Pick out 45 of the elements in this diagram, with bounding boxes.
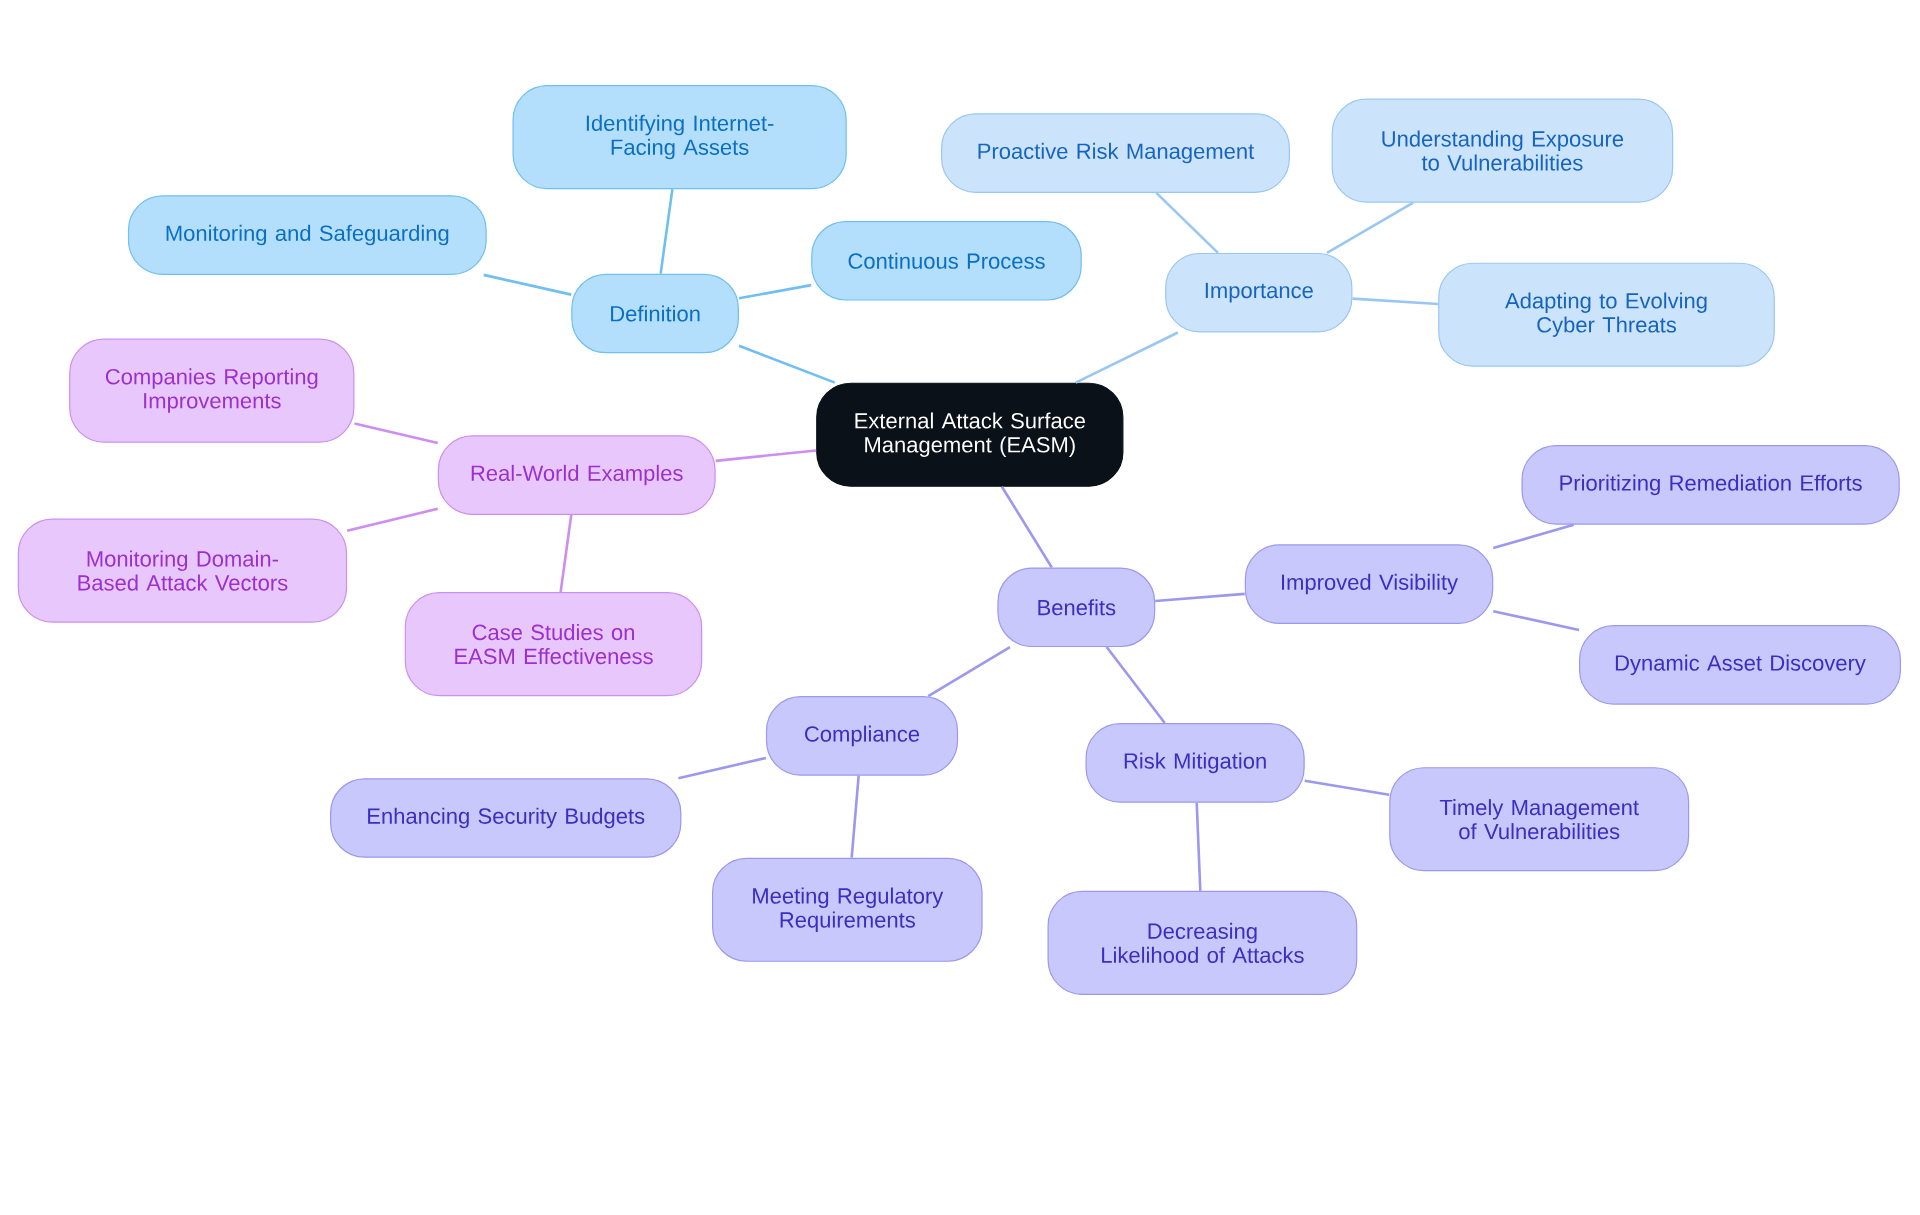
topic-box: Meeting Regulatory Requirements: [712, 857, 983, 962]
connector-line: [1326, 201, 1414, 254]
topic-box: Continuous Process: [811, 221, 1082, 301]
connector-line: [1075, 331, 1179, 384]
connector-line: [927, 645, 1011, 698]
topic-box: Companies Reporting Improvements: [69, 338, 355, 443]
connector-line: [738, 283, 812, 300]
connector-line: [1352, 297, 1439, 306]
topic-box: Benefits: [997, 567, 1156, 648]
connector-line: [659, 188, 674, 274]
connector-line: [559, 514, 573, 593]
topic-box: Decreasing Likelihood of Attacks: [1047, 890, 1358, 995]
connector-line: [850, 775, 860, 858]
topic-box: Importance: [1165, 252, 1353, 333]
connector-line: [483, 273, 572, 296]
topic-box: Understanding Exposure to Vulnerabilities: [1331, 98, 1674, 203]
connector-line: [1493, 609, 1580, 632]
connector-line: [346, 507, 439, 532]
topic-box: Proactive Risk Management: [941, 113, 1290, 193]
topic-box: Compliance: [765, 696, 959, 776]
topic-box: Monitoring and Safeguarding: [127, 195, 487, 275]
topic-box: Definition: [571, 273, 739, 354]
connector-line: [1155, 592, 1245, 603]
connector-line: [1000, 486, 1053, 569]
topic-box: Identifying Internet-Facing Assets: [512, 85, 847, 190]
topic-box: Enhancing Security Budgets: [330, 778, 682, 858]
connector-line: [354, 422, 439, 445]
topic-box: Prioritizing Remediation Efforts: [1521, 445, 1900, 525]
topic-box: Case Studies on EASM Effectiveness: [404, 592, 703, 697]
topic-box: Dynamic Asset Discovery: [1579, 625, 1901, 705]
topic-box: Improved Visibility: [1244, 544, 1494, 624]
connector-line: [738, 344, 836, 384]
topic-box: Risk Mitigation: [1085, 723, 1305, 803]
topic-box: Real-World Examples: [437, 435, 716, 515]
connector-line: [678, 756, 767, 780]
connector-line: [715, 449, 817, 463]
connector-line: [1195, 802, 1202, 891]
topic-box: Monitoring Domain-Based Attack Vectors: [17, 518, 348, 623]
connector-line: [1304, 779, 1390, 796]
topic-box: Adapting to Evolving Cyber Threats: [1438, 262, 1775, 367]
connector-line: [1105, 646, 1166, 724]
connector-line: [1492, 523, 1575, 550]
topic-box: Timely Management of Vulnerabilities: [1389, 767, 1690, 872]
connector-line: [1155, 191, 1219, 254]
topic-box: External Attack Surface Management (EASM): [816, 382, 1124, 487]
